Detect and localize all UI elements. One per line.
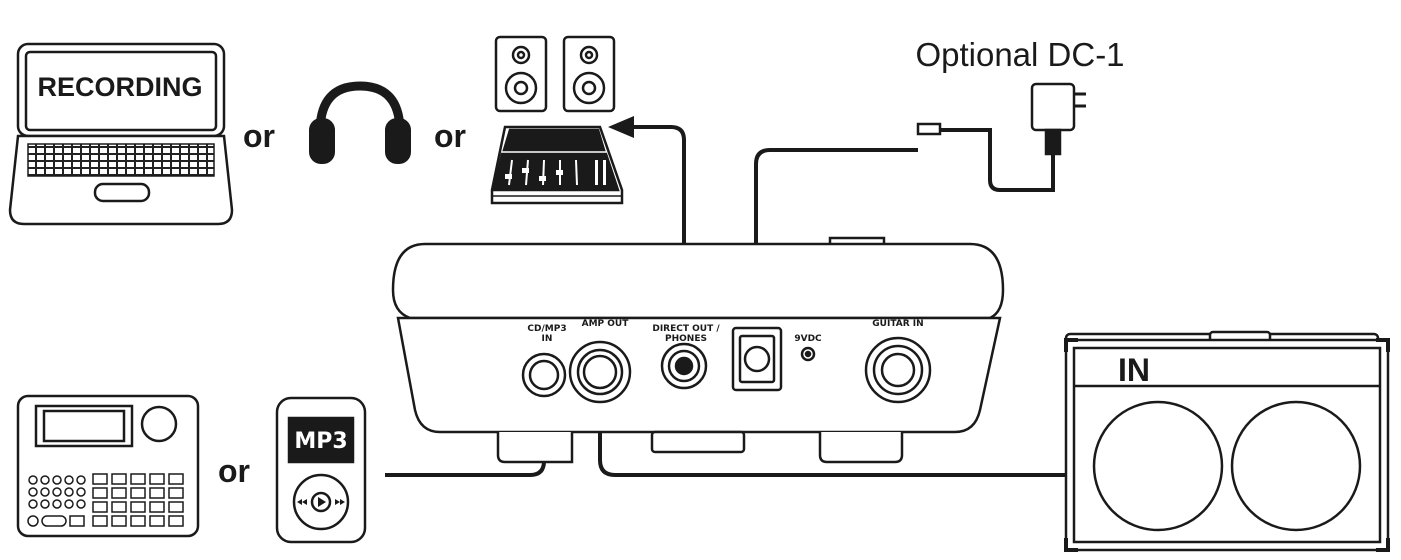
mp3-label: MP3 bbox=[294, 429, 347, 454]
optional-dc1-label: Optional DC-1 bbox=[915, 36, 1124, 73]
mixer-icon bbox=[490, 125, 624, 205]
cd-mp3-in-label-2: IN bbox=[542, 334, 553, 344]
amp-out-label: AMP OUT bbox=[582, 319, 630, 329]
guitar-processor-icon bbox=[391, 236, 1005, 464]
mp3-player-icon bbox=[275, 396, 367, 544]
or-label-3: or bbox=[218, 453, 250, 489]
direct-out-label: DIRECT OUT / bbox=[652, 324, 720, 334]
cd-mp3-in-label: CD/MP3 bbox=[527, 324, 566, 334]
phones-label: PHONES bbox=[665, 334, 707, 344]
or-label-1: or bbox=[243, 118, 275, 154]
laptop-icon bbox=[8, 42, 234, 226]
guitar-in-label: GUITAR IN bbox=[872, 319, 923, 329]
recording-label: RECORDING bbox=[37, 72, 202, 102]
or-label-2: or bbox=[434, 118, 466, 154]
jack-labels: CD/MP3 IN AMP OUT DIRECT OUT / PHONES 9V… bbox=[527, 319, 923, 344]
amp-in-label: IN bbox=[1118, 352, 1150, 388]
headphones-icon bbox=[309, 81, 411, 164]
studio-monitors-icon bbox=[494, 35, 616, 113]
guitar-amplifier-icon bbox=[1064, 330, 1390, 552]
power-adapter-icon bbox=[916, 82, 1086, 192]
drum-machine-icon bbox=[16, 394, 200, 538]
power-9vdc-label: 9VDC bbox=[794, 334, 822, 344]
